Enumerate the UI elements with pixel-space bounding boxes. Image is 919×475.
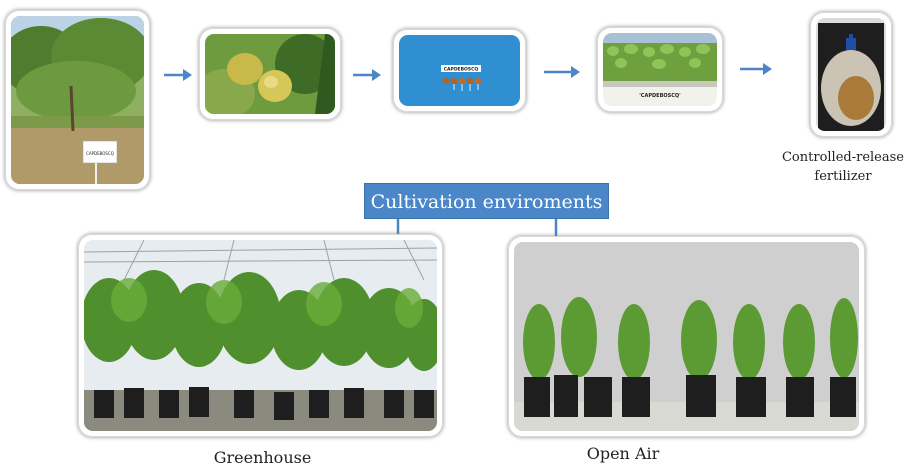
seedlings-photo: 'CAPDEBOSCQ' [597,27,723,112]
open-air-caption: Open Air [586,444,660,463]
arrow-icon [353,69,381,81]
cultivation-title: Cultivation enviroments [364,183,609,219]
orchard-photo: CAPDEBOSCQ [5,10,150,190]
arrow-icon [164,69,192,81]
arrow-icon [740,63,772,75]
fertilizer-caption: Controlled-release fertilizer [781,150,904,184]
seeds-sign-text: CAPDEBOSCQ [444,67,479,73]
fertilizer-photo [810,12,892,137]
open-air-photo [508,236,865,437]
peach-fruit-photo [199,28,341,120]
greenhouse-photo [78,234,443,437]
seeds-photo: CAPDEBOSCQ [393,29,526,112]
greenhouse-caption: Greenhouse [213,448,312,467]
seedlings-sign-text: 'CAPDEBOSCQ' [639,93,681,99]
orchard-sign-text: CAPDEBOSCQ [86,151,114,156]
arrow-icon [544,66,580,78]
